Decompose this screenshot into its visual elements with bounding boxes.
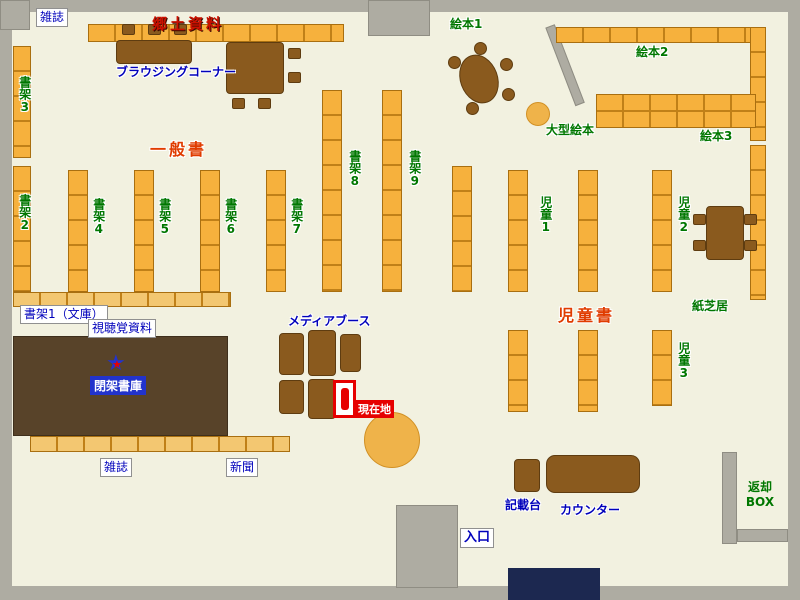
bookshelf-center [452,166,472,292]
chair [288,72,301,83]
bookshelf-shoka2 [13,166,31,292]
browsing-table-2 [226,42,284,94]
star-blue-icon: ★ [106,351,126,376]
stool [502,88,515,101]
return-box-label-line1: 返却 [747,480,772,494]
bookshelf-jido-lower2 [578,330,598,412]
jido1-label: 児童1 [538,196,553,234]
wall-right [788,0,800,600]
shoka1-bunko-label: 書架1（文庫） [20,305,108,324]
wall-bottom [0,586,800,600]
return-box-wall-horizontal [737,529,788,542]
chair [744,214,757,225]
stool [474,42,487,55]
wall-corner-topleft [0,0,30,30]
media-booth-label: メディアブース [288,314,371,328]
bookshelf-ehon2 [556,27,756,43]
ehon1-label: 絵本1 [450,17,483,31]
return-box-label: 返却 BOX [736,480,784,510]
media-booth-cell [279,380,304,414]
bookshelf-magazine-newspaper [30,436,290,452]
chair [288,48,301,59]
shoka7-label: 書架7 [289,198,304,236]
chair [174,24,187,35]
stool [466,102,479,115]
chair [148,24,161,35]
stool [448,56,461,69]
shoka3-label: 書架3 [17,76,32,114]
ogata-ehon-label: 大型絵本 [546,123,595,137]
bookshelf-jido2 [652,170,672,292]
ehon-table [452,49,506,109]
chair [232,98,245,109]
jido2-label: 児童2 [676,196,691,234]
wall-left [0,0,12,600]
kids-table [706,206,744,260]
ehon3-label: 絵本3 [700,129,733,143]
bookshelf-shoka4 [68,170,88,292]
browsing-table-1 [116,40,192,64]
bookshelf-shoka6 [200,170,220,292]
ippansho-area-label: 一般書 [150,140,208,159]
entrance-mat [508,568,600,600]
round-pillar [364,412,420,468]
shoka4-label: 書架4 [91,198,106,236]
jido3-label: 児童3 [676,342,691,380]
magazine-bottom-label: 雑誌 [100,458,133,477]
kisaidai-label: 記載台 [505,498,542,512]
entrance-label: 入口 [460,528,495,549]
bookshelf-jido1 [508,170,528,292]
ogata-ehon-table [526,102,550,126]
counter-label: カウンター [560,503,621,517]
bookshelf-jido-lower1 [508,330,528,412]
bookshelf-shoka9 [382,90,402,292]
return-box-label-line2: BOX [745,495,775,509]
bookshelf-ehon3 [596,94,756,128]
pillar-bottom [396,505,458,588]
kyodo-shiryo-label: 郷土資料 [152,15,225,33]
bookshelf-shoka5 [134,170,154,292]
star-red-icon: ★ [112,358,122,371]
bookshelf-jido-mid [578,170,598,292]
magazine-top-label: 雑誌 [36,8,69,27]
chair [744,240,757,251]
media-booth-cell [340,334,361,372]
return-box-wall-vertical [722,452,737,544]
closed-stacks-label: 閉架書庫 [90,376,147,395]
stool [500,58,513,71]
chair [693,240,706,251]
shoka5-label: 書架5 [157,198,172,236]
counter-desk [546,455,640,493]
chair [258,98,271,109]
media-booth-cell [308,379,336,419]
bookshelf-shoka7 [266,170,286,292]
closed-stacks-star-icon: ★ ★ [106,352,130,376]
current-location-stripe [340,388,349,410]
bookshelf-shoka1-bunko [13,292,231,307]
bookshelf-shoka3 [13,46,31,158]
bookshelf-jido3 [652,330,672,406]
shoka2-label: 書架2 [17,194,32,232]
current-location-booth [333,380,356,418]
newspaper-label: 新聞 [226,458,259,477]
shoka6-label: 書架6 [223,198,238,236]
kamishibai-label: 紙芝居 [692,299,729,313]
media-booth-cell [279,333,304,375]
pillar-top [368,0,430,36]
browsing-corner-label: ブラウジングコーナー [116,65,237,79]
shoka8-label: 書架8 [347,150,362,188]
media-booth-cell [308,330,336,376]
kisaidai-desk [514,459,540,492]
jidosho-area-label: 児童書 [558,306,616,325]
ehon2-label: 絵本2 [636,45,669,59]
current-location-badge: 現在地 [355,400,394,418]
chair [693,214,706,225]
shoka9-label: 書架9 [407,150,422,188]
bookshelf-shoka8 [322,90,342,292]
av-materials-label: 視聴覚資料 [88,319,157,338]
chair [122,24,135,35]
